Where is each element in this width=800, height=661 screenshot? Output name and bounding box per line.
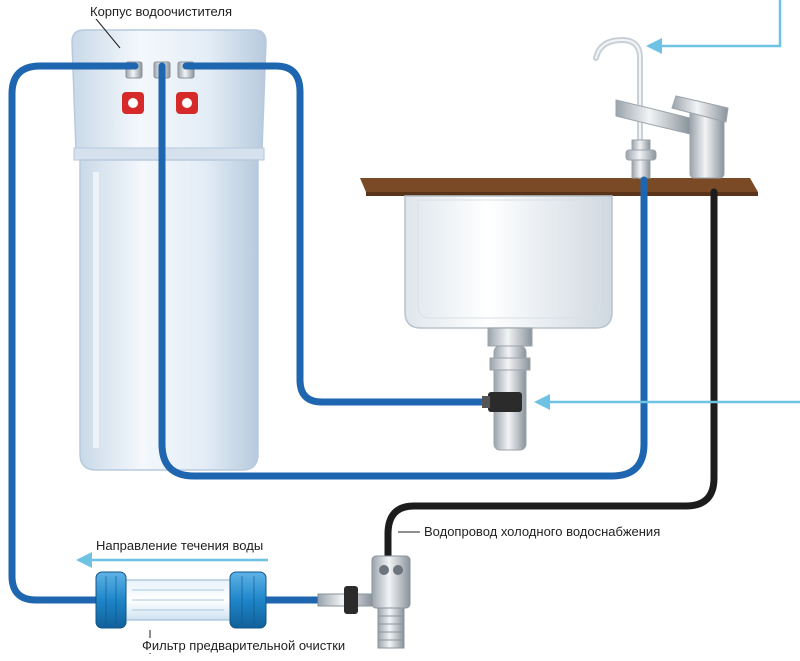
arrow-left-icon xyxy=(76,552,92,568)
valve-red-icon xyxy=(128,98,138,108)
filtered-water-faucet xyxy=(593,36,657,179)
mixer-faucet xyxy=(615,95,729,179)
drain-pipe-to-sink xyxy=(182,62,498,406)
filter-housing xyxy=(71,29,267,471)
inlet-pipe-to-prefilter xyxy=(8,62,139,604)
label-prefilter: Фильтр предварительной очистки xyxy=(140,638,348,653)
drain-clamp xyxy=(482,392,522,412)
prefilter xyxy=(95,571,267,629)
label-flow-direction: Направление течения воды xyxy=(94,538,266,553)
leader-housing xyxy=(91,13,121,49)
sink-drain-pipe xyxy=(487,327,533,451)
sink-bowl xyxy=(404,195,613,329)
filtered-water-pipes xyxy=(8,62,648,604)
cold-supply-hose xyxy=(384,188,718,564)
filtered-pipe-to-faucet xyxy=(158,62,648,480)
tee-connector xyxy=(317,555,411,649)
arrow-left-icon xyxy=(534,394,550,410)
flow-arrows xyxy=(88,0,800,562)
arrow-left-icon xyxy=(646,38,662,54)
countertop xyxy=(360,178,758,196)
arrow-to-faucet xyxy=(658,0,782,48)
label-cold-supply: Водопровод холодного водоснабжения xyxy=(422,524,663,539)
valve-red-icon xyxy=(182,98,192,108)
label-housing: Корпус водоочистителя xyxy=(88,4,234,19)
